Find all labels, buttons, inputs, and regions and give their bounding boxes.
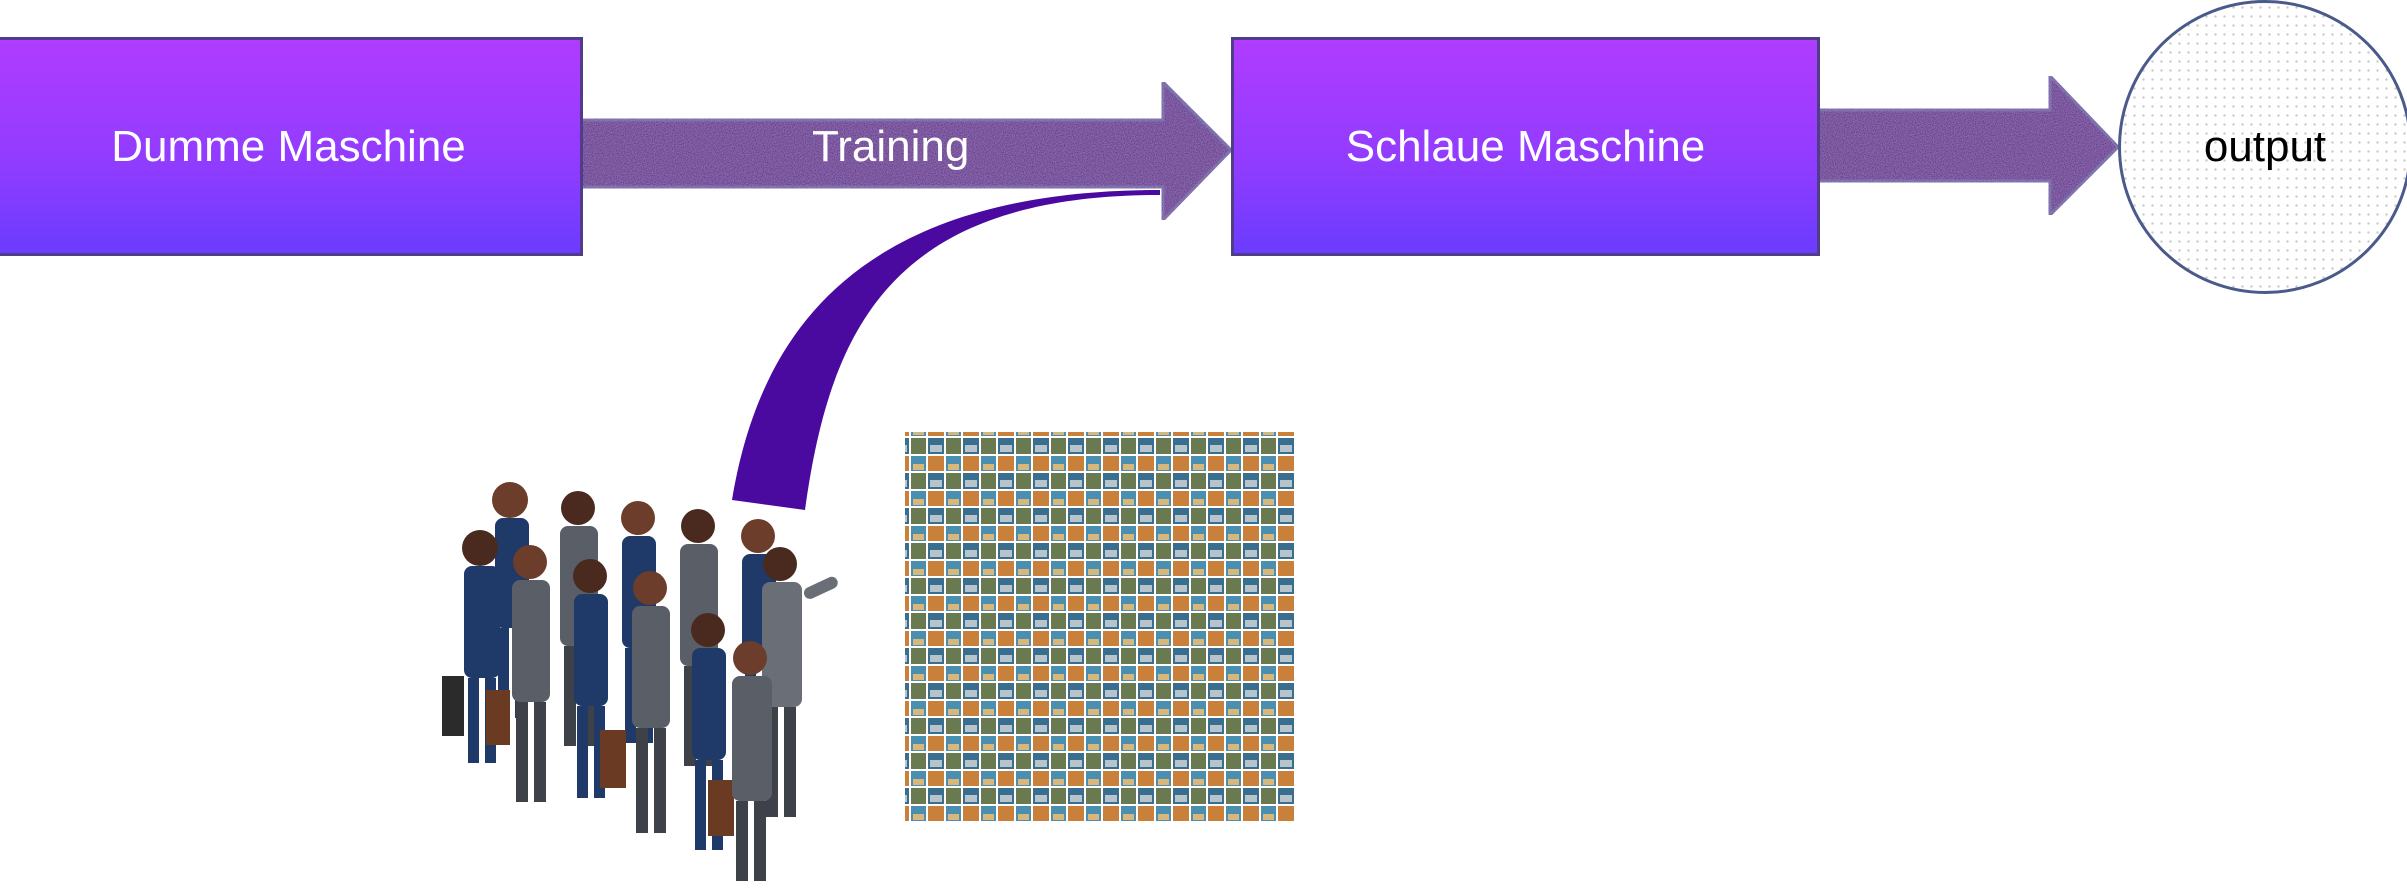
curved-data-arrow: [732, 190, 1160, 510]
dumb-machine-box: Dumme Maschine: [0, 37, 583, 256]
output-arrow: [1816, 72, 2121, 219]
dumb-machine-label: Dumme Maschine: [111, 121, 466, 171]
people-group-icon: [442, 482, 838, 881]
training-arrow: [578, 78, 1234, 224]
image-collage-icon: [905, 432, 1295, 822]
smart-machine-label: Schlaue Maschine: [1345, 121, 1706, 171]
output-label: output: [2203, 122, 2327, 171]
training-label: Training: [812, 122, 970, 171]
smart-machine-box: Schlaue Maschine: [1231, 37, 1820, 256]
output-node: output: [2118, 0, 2407, 294]
